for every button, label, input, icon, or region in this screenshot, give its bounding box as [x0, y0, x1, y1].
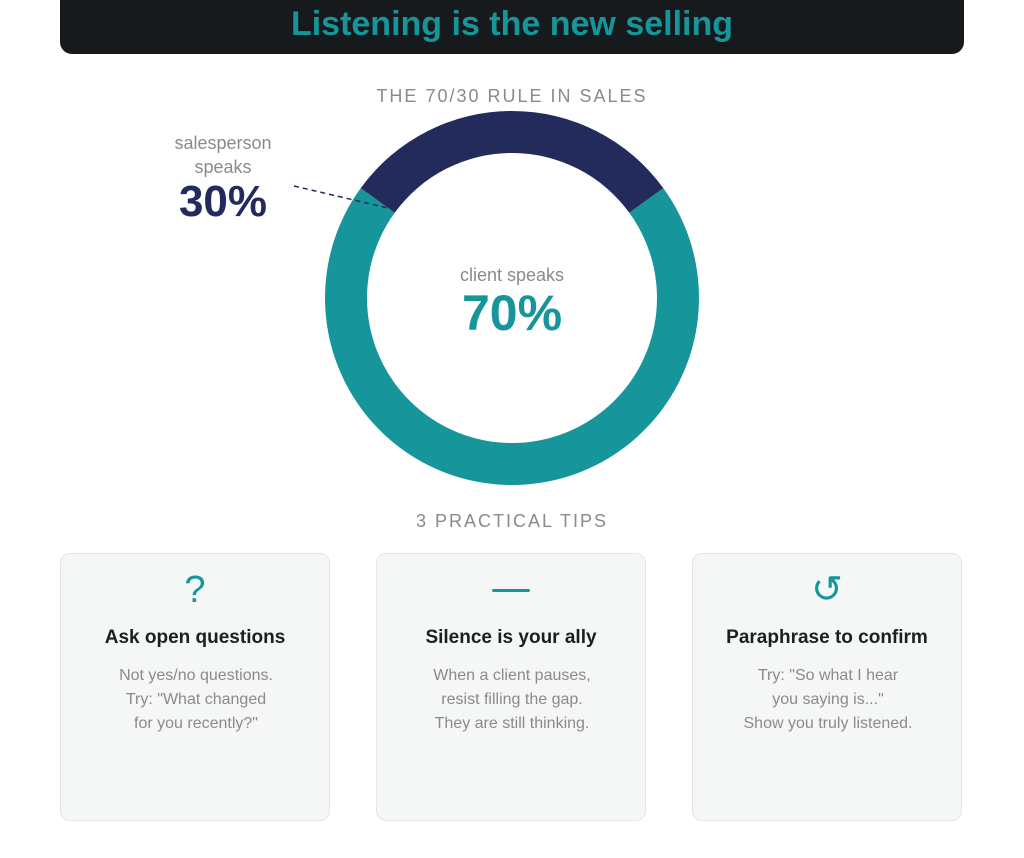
tip-card-line: Try: "What changed [125, 691, 267, 708]
tip-card-paraphrase: ↺ Paraphrase to confirm Try: "So what I … [692, 553, 962, 821]
client-callout-value: 70% [461, 285, 563, 341]
dash-bar [492, 588, 530, 592]
salesperson-callout-label: salesperson speaks [174, 133, 272, 177]
tip-card-line: Try: "So what I hear [757, 667, 899, 684]
tip-card-title: Ask open questions [104, 627, 286, 648]
dash-icon [377, 568, 645, 612]
client-callout: client speaks 70% [412, 263, 612, 339]
tip-card-title: Paraphrase to confirm [726, 627, 928, 648]
page-title: Listening is the new selling [290, 5, 734, 43]
tip-card-title: Silence is your ally [425, 627, 597, 648]
header-banner: Listening is the new selling [60, 0, 964, 54]
tip-card-line: They are still thinking. [434, 715, 590, 732]
salesperson-callout-value: 30% [178, 177, 268, 226]
tips-heading: 3 PRACTICAL TIPS [415, 511, 609, 531]
tip-card-line: for you recently?" [134, 715, 258, 732]
donut-chart [293, 110, 699, 485]
refresh-icon: ↺ [811, 569, 843, 611]
chart-heading: THE 70/30 RULE IN SALES [376, 86, 648, 106]
salesperson-leader-line [293, 185, 389, 209]
client-callout-label: client speaks [459, 265, 565, 285]
tip-card-line: Not yes/no questions. [119, 667, 273, 684]
tip-card-body: When a client pauses, resist filling the… [397, 664, 627, 736]
tip-card-body: Try: "So what I hear you saying is..." S… [713, 664, 943, 736]
question-icon: ? [184, 569, 206, 611]
tip-card-body: Not yes/no questions. Try: "What changed… [81, 664, 311, 736]
tip-card-ask-open-questions: ? Ask open questions Not yes/no question… [60, 553, 330, 821]
donut-slice-client [325, 188, 699, 485]
donut-slice-salesperson [360, 110, 664, 213]
tips-cards: ? Ask open questions Not yes/no question… [60, 553, 964, 821]
tip-card-line: you saying is..." [772, 691, 884, 708]
salesperson-callout: salesperson speaks 30% [155, 131, 291, 225]
tip-card-line: resist filling the gap. [441, 691, 583, 708]
tip-card-line: When a client pauses, [433, 667, 591, 684]
tip-card-silence: Silence is your ally When a client pause… [376, 553, 646, 821]
tip-card-line: Show you truly listened. [743, 715, 913, 732]
